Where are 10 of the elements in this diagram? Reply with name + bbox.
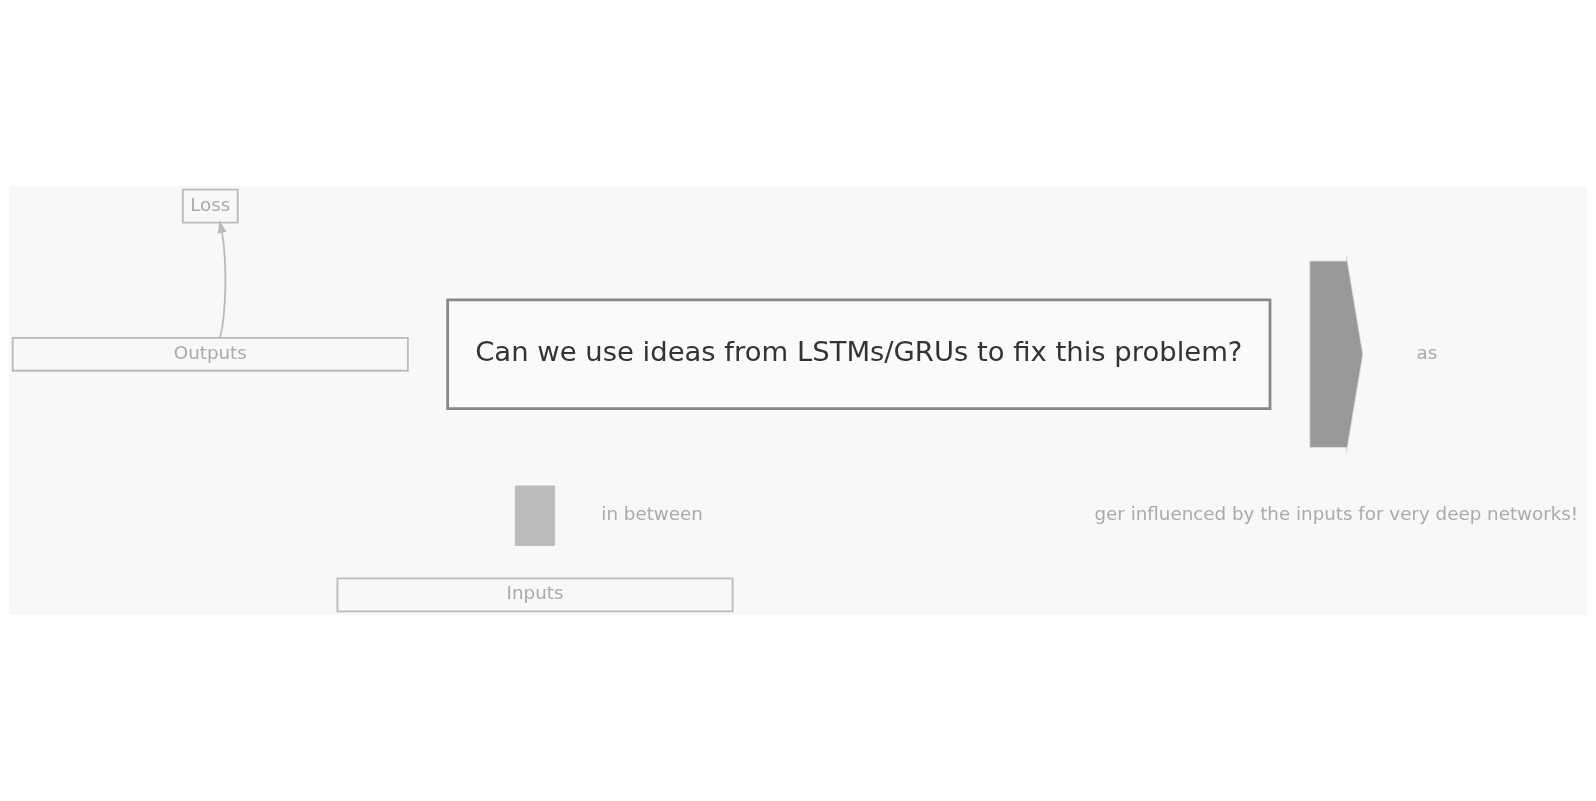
node-arrow	[1309, 255, 1364, 454]
label: ger influenced by the inputs for very deep networks!	[1094, 503, 1579, 525]
label: as	[1416, 341, 1438, 363]
node-bar	[514, 485, 556, 546]
node-box: Inputs	[336, 577, 734, 613]
arrow	[217, 220, 227, 339]
node-box: Loss	[181, 188, 239, 224]
node-box: Can we use ideas from LSTMs/GRUs to fix this problem?	[446, 298, 1272, 411]
label: in between	[601, 503, 703, 525]
node-box: Outputs	[11, 336, 409, 372]
